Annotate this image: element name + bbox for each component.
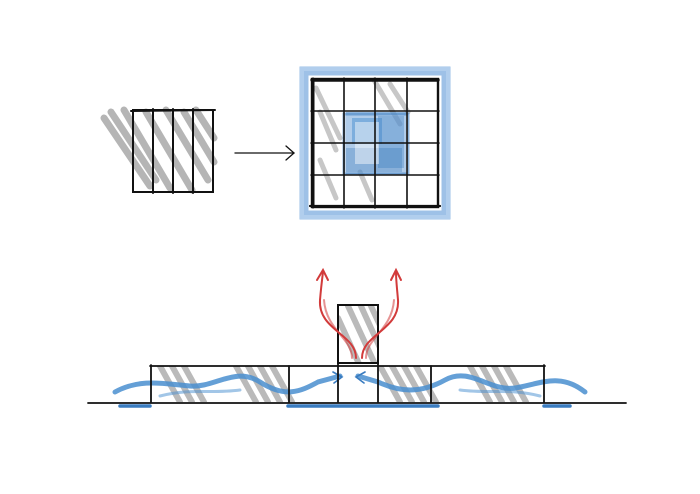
plan-before: [100, 106, 218, 194]
airflow-out-red: [316, 267, 402, 359]
section-view: [87, 267, 627, 408]
airflow-in-blue: [112, 373, 588, 398]
ground-line: [87, 402, 627, 408]
plan-before-outline: [130, 108, 216, 194]
plan-before-hatching: [100, 106, 218, 194]
plan-after: [299, 66, 451, 220]
plan-after-grid: [308, 77, 442, 209]
airflow-in-arrowheads: [332, 371, 366, 384]
section-building-outline: [149, 304, 546, 403]
transform-arrow: [234, 145, 295, 161]
